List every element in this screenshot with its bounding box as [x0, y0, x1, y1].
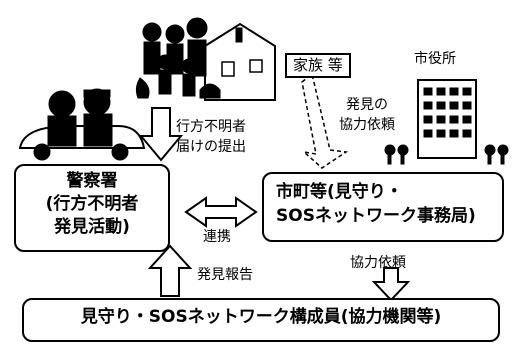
municipality-box — [262, 172, 504, 242]
family-label: 家族 等 — [285, 53, 351, 78]
arrow-cooperation-request — [371, 267, 411, 302]
members-label: 見守り・SOSネットワーク構成員(協力機関等) — [80, 307, 442, 327]
municipality-line1: 市町等(見守り・ — [276, 182, 403, 202]
arrow-discovery-request — [301, 72, 349, 169]
arrow-discovery-report — [147, 244, 193, 297]
discovery-request-line2: 協力依頼 — [339, 117, 395, 133]
family-house-illustration — [135, 17, 276, 101]
police-line3: 発見活動) — [54, 217, 130, 237]
arrow-missing-report — [138, 107, 184, 162]
city-hall-label: 市役所 — [414, 51, 456, 67]
cooperation-label: 連携 — [203, 229, 231, 245]
police-title: 警察署 — [66, 171, 118, 191]
police-line2: (行方不明者 — [45, 194, 139, 214]
discovery-request-line1: 発見の — [346, 97, 388, 113]
discovery-report-label: 発見報告 — [197, 267, 253, 283]
municipality-line2: SOSネットワーク事務局) — [276, 206, 476, 226]
missing-report-line2: 届けの提出 — [176, 139, 246, 155]
missing-report-line1: 行方不明者 — [176, 119, 246, 135]
city-hall-building — [384, 79, 509, 165]
members-box — [22, 298, 500, 342]
police-car-illustration — [18, 88, 146, 161]
arrow-cooperation — [184, 196, 258, 228]
police-box — [14, 164, 170, 252]
cooperation-request-label: 協力依頼 — [350, 255, 406, 271]
